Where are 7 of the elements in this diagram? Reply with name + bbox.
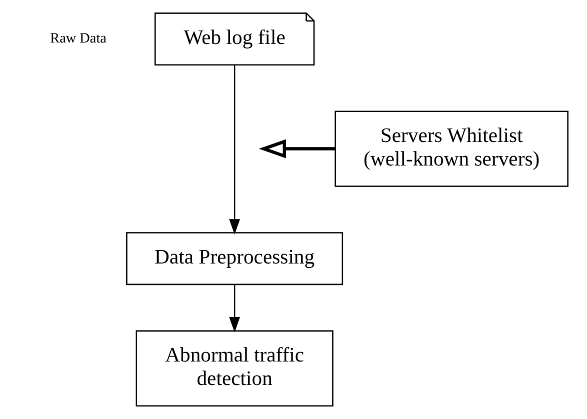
node-box: Servers Whitelist (well-known servers) (334, 110, 568, 187)
arrow (228, 65, 240, 235)
node-box: Data Preprocessing (126, 232, 343, 286)
node-box: Abnormal traffic detection (135, 330, 333, 406)
node-label: Raw Data (50, 30, 106, 47)
arrow (228, 284, 240, 333)
arrow (258, 139, 335, 158)
